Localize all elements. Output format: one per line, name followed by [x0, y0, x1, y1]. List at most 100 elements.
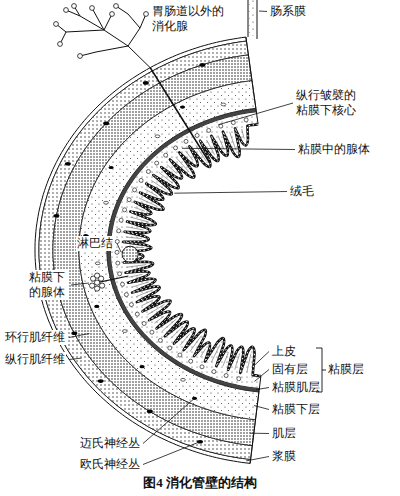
part-label: 上皮 [272, 344, 296, 359]
mucosal-gland [150, 330, 154, 334]
lymph-node [122, 246, 138, 262]
part-label: 纵行皱襞的 粘膜下核心 [296, 88, 360, 118]
mucosal-gland [121, 282, 125, 286]
blood-vessel [181, 378, 186, 381]
cut-edge [246, 37, 261, 463]
mucosal-gland [146, 170, 150, 174]
submucosal-gland [90, 283, 95, 288]
submucosal-gland [95, 273, 100, 278]
blood-vessel [221, 103, 226, 106]
leader-line [71, 283, 89, 285]
submucosal-gland [95, 280, 100, 285]
blood-vessel [95, 262, 100, 265]
part-label: 粘膜下层 [272, 402, 320, 417]
gland-acinus [144, 12, 149, 17]
mucosal-gland [117, 229, 121, 233]
mucosal-gland [224, 374, 228, 378]
figure-caption: 图4 消化管壁的结构 [0, 474, 400, 492]
mucosal-gland [184, 139, 188, 143]
leader-line [143, 442, 200, 465]
mucosal-gland [119, 218, 123, 222]
mucosal-gland [195, 134, 199, 138]
leader-line [250, 433, 269, 434]
submucosal-gland [100, 283, 105, 288]
mucosal-gland [168, 346, 172, 350]
part-label: 肌层 [272, 426, 296, 441]
part-label: 淋巴结 [76, 236, 114, 251]
mucosal-gland [244, 118, 248, 122]
gland-acinus [78, 54, 83, 59]
submucosal-plexus [140, 365, 145, 368]
submucosal-plexus [180, 106, 185, 109]
mucosal-gland [115, 250, 119, 254]
leader-line [256, 388, 269, 390]
part-label: 粘膜层 [328, 362, 364, 377]
mucosal-gland [139, 178, 143, 182]
myenteric-plexus [71, 332, 77, 336]
mesentery-fill [250, 0, 256, 36]
myenteric-plexus [53, 214, 59, 218]
mucosal-gland [123, 208, 127, 212]
submucosal-gland [95, 286, 100, 291]
part-label: 纵行肌纤维 [4, 352, 66, 367]
gland-acinus [64, 8, 69, 13]
gland-acinus [114, 4, 119, 9]
mucosal-gland [133, 188, 137, 192]
part-label: 粘膜中的腺体 [298, 142, 370, 157]
part-label: 迈氏神经丛 [80, 436, 140, 451]
mesentery [248, 0, 257, 39]
leader-line [254, 406, 269, 410]
gland-acinus [90, 6, 95, 11]
part-label: 粘膜下 的腺体 [28, 270, 68, 300]
part-label: 浆膜 [272, 449, 296, 464]
lamina-propria [111, 112, 261, 388]
part-label: 欧氏神经丛 [80, 457, 140, 472]
leader-line [117, 244, 121, 253]
epithelium [123, 124, 261, 376]
gland-acinus [110, 12, 115, 17]
blood-vessel [104, 201, 109, 204]
gland-acinus [72, 4, 77, 9]
part-label: 胃肠道以外的 消化腺 [152, 4, 228, 34]
leader-line [218, 103, 293, 125]
gland-acinus [58, 42, 63, 47]
myenteric-plexus [199, 63, 205, 67]
part-label: 固有层 [272, 362, 308, 377]
blood-vessel [122, 330, 127, 333]
mucosal-gland [127, 198, 131, 202]
leader-line [246, 457, 269, 461]
mucosal-gland [189, 359, 193, 363]
gland-duct [97, 276, 128, 283]
part-label: 肠系膜 [270, 4, 306, 19]
mucosal-gland [155, 161, 159, 165]
mucosal-gland [124, 293, 128, 297]
mucosal-gland [200, 365, 204, 369]
mucosal-gland [212, 370, 216, 374]
leader-line [255, 352, 270, 366]
mucosal-gland [129, 303, 133, 307]
part-label: 粘膜肌层 [272, 380, 320, 395]
mucosal-gland [142, 322, 146, 326]
myenteric-plexus [147, 410, 153, 414]
part-label: 环行肌纤维 [4, 330, 66, 345]
leader-line [69, 358, 82, 359]
mucosal-gland [178, 353, 182, 357]
part-label: 绒毛 [290, 184, 314, 199]
mucosal-gland [158, 338, 162, 342]
gland-branches [56, 6, 150, 68]
myenteric-plexus [103, 122, 109, 126]
leader-line [143, 398, 195, 443]
leader-line [174, 192, 287, 194]
myenteric-plexus [65, 162, 71, 166]
blood-vessel [155, 135, 160, 138]
mucosal-gland [164, 153, 168, 157]
mucosal-gland [118, 272, 122, 276]
leader-line [182, 148, 295, 149]
mucosal-gland [174, 146, 178, 150]
leader-line [255, 370, 270, 382]
mucosal-gland [237, 377, 241, 381]
submucosal-plexus [94, 305, 99, 308]
leader-line [69, 334, 89, 338]
